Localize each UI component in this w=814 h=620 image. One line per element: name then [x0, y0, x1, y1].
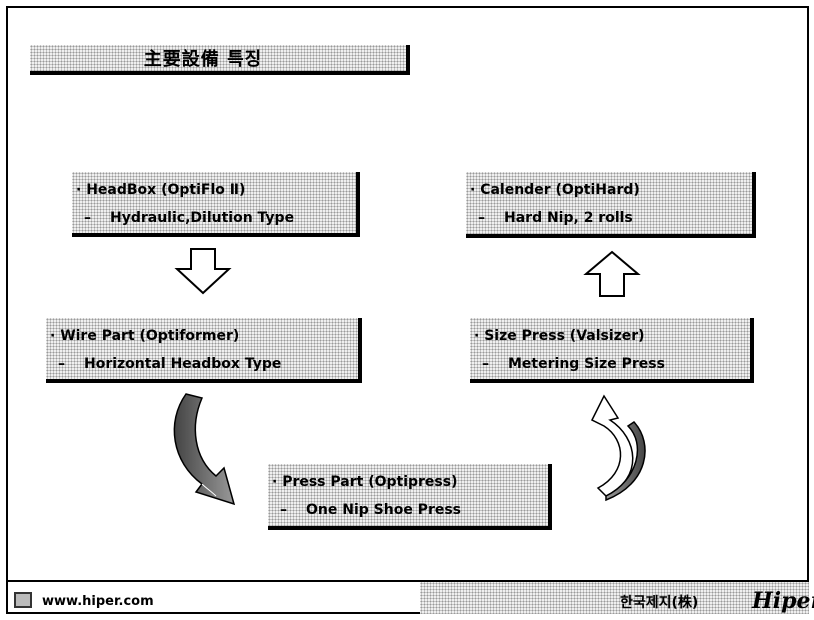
- brand-logo-text: Hiper: [752, 588, 814, 614]
- press-part-dash: –: [280, 502, 287, 518]
- website-url[interactable]: www.hiper.com: [42, 594, 154, 609]
- size-press-box: · Size Press (Valsizer) – Metering Size P…: [470, 318, 754, 383]
- calender-title: · Calender (OptiHard): [470, 182, 640, 198]
- press-part-title: · Press Part (Optipress): [272, 474, 458, 490]
- curved-arrow-right-icon: [590, 394, 646, 502]
- wire-part-detail-text: Horizontal Headbox Type: [84, 356, 282, 372]
- wire-part-title: · Wire Part (Optiformer): [50, 328, 240, 344]
- size-press-detail: – Metering Size Press: [482, 356, 665, 372]
- footer-divider: [6, 580, 809, 582]
- hiper-logo-icon: [14, 592, 32, 608]
- headbox-detail: – Hydraulic,Dilution Type: [84, 210, 294, 226]
- size-press-dash: –: [482, 356, 489, 372]
- calender-detail: – Hard Nip, 2 rolls: [478, 210, 633, 226]
- page-title-text: 主要設備 특징: [143, 49, 263, 70]
- calender-dash: –: [478, 210, 485, 226]
- up-arrow-icon: [583, 250, 641, 297]
- size-press-detail-text: Metering Size Press: [508, 356, 665, 372]
- wire-part-dash: –: [58, 356, 65, 372]
- footer-band: [420, 582, 809, 614]
- headbox-detail-text: Hydraulic,Dilution Type: [110, 210, 295, 226]
- curved-arrow-left-icon: [173, 393, 236, 506]
- page-title: 主要設備 특징: [30, 45, 410, 75]
- press-part-detail-text: One Nip Shoe Press: [306, 502, 462, 518]
- press-part-box: · Press Part (Optipress) – One Nip Shoe P…: [268, 464, 552, 530]
- wire-part-detail: – Horizontal Headbox Type: [58, 356, 281, 372]
- wire-part-box: · Wire Part (Optiformer) – Horizontal Hea…: [46, 318, 362, 383]
- slide-frame: [6, 6, 809, 614]
- headbox-dash: –: [84, 210, 91, 226]
- headbox-title: · HeadBox (OptiFlo Ⅱ): [76, 182, 246, 198]
- headbox-box: · HeadBox (OptiFlo Ⅱ) – Hydraulic,Dilutio…: [72, 172, 360, 237]
- calender-box: · Calender (OptiHard) – Hard Nip, 2 rolls: [466, 172, 756, 238]
- company-name: 한국제지(株): [620, 595, 699, 611]
- calender-detail-text: Hard Nip, 2 rolls: [504, 210, 633, 226]
- press-part-detail: – One Nip Shoe Press: [280, 502, 461, 518]
- down-arrow-icon: [174, 248, 232, 295]
- size-press-title: · Size Press (Valsizer): [474, 328, 645, 344]
